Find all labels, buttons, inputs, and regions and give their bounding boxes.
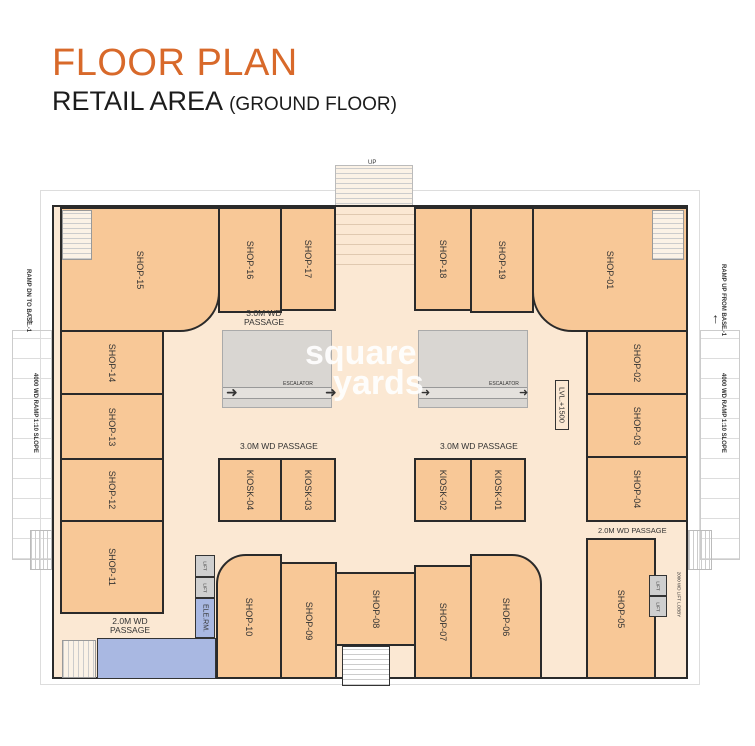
- plan-subtitle: RETAIL AREA (GROUND FLOOR): [52, 86, 397, 116]
- escalator-void-right: ESCALATOR: [418, 330, 528, 408]
- left-side-stair: [30, 530, 52, 570]
- right-side-stair: [688, 530, 712, 570]
- shop-09: SHOP-09: [280, 562, 337, 679]
- shop-13: SHOP-13: [60, 393, 164, 460]
- service-area: [97, 638, 216, 679]
- escalator-right: [419, 387, 527, 399]
- arrow-right-icon: ➜: [226, 384, 238, 400]
- stair-up-label: UP: [368, 160, 377, 166]
- passage-right: 3.0M WD PASSAGE: [440, 441, 518, 451]
- shop-05: SHOP-05: [586, 538, 656, 679]
- ramp-left-width: 4000 WD RAMP 1:10 SLOPE: [32, 373, 38, 453]
- arrow-down-icon: ↓: [28, 310, 35, 326]
- electrical-room: ELE.RM.: [195, 598, 215, 638]
- shop-17: SHOP-17: [280, 207, 336, 311]
- shop-14: SHOP-14: [60, 330, 164, 395]
- passage-left: 3.0M WD PASSAGE: [240, 441, 318, 451]
- arrow-right-icon: ➜: [325, 384, 337, 400]
- kiosk-01: KIOSK-01: [470, 458, 526, 522]
- ramp-right-label: RAMP UP FROM BASE.-1: [720, 264, 726, 337]
- shop-03: SHOP-03: [586, 393, 688, 458]
- kiosk-03: KIOSK-03: [280, 458, 336, 522]
- lift-4: LIFT: [649, 596, 667, 617]
- top-stair: [335, 165, 413, 210]
- arrow-right-icon: ➜: [421, 387, 431, 399]
- shop-06: SHOP-06: [470, 554, 542, 679]
- shop-18: SHOP-18: [414, 207, 472, 311]
- left-top-stair: [62, 210, 92, 260]
- arrow-up-icon: ↑: [712, 310, 719, 326]
- arrow-right-icon: ➜: [519, 387, 529, 399]
- plan-title: FLOOR PLAN: [52, 42, 298, 84]
- shop-19: SHOP-19: [470, 207, 534, 313]
- lift-2: LIFT: [195, 577, 215, 598]
- right-ramp: [700, 330, 740, 560]
- lift-lobby-label: 2000 WD LIFT LOBBY: [676, 571, 682, 618]
- lift-1: LIFT: [195, 555, 215, 577]
- right-top-stair: [652, 210, 684, 260]
- passage-2m-right: 2.0M WD PASSAGE: [598, 526, 667, 535]
- shop-08: SHOP-08: [335, 572, 416, 646]
- shop-10: SHOP-10: [216, 554, 282, 679]
- level-marker: LVL.+1500: [555, 380, 569, 430]
- bottom-stair: [342, 646, 390, 686]
- escalator-void-left: ESCALATOR: [222, 330, 332, 408]
- shop-16: SHOP-16: [218, 207, 282, 313]
- ramp-right-width: 4000 WD RAMP 1:10 SLOPE: [720, 373, 726, 453]
- shop-04: SHOP-04: [586, 456, 688, 522]
- shop-02: SHOP-02: [586, 330, 688, 395]
- shop-12: SHOP-12: [60, 458, 164, 522]
- left-stair: [62, 640, 96, 678]
- entry-stair: [335, 205, 415, 265]
- shop-11: SHOP-11: [60, 520, 164, 614]
- kiosk-04: KIOSK-04: [218, 458, 282, 522]
- escalator-left: [223, 387, 331, 399]
- shop-07: SHOP-07: [414, 565, 472, 679]
- kiosk-02: KIOSK-02: [414, 458, 472, 522]
- lift-3: LIFT: [649, 575, 667, 596]
